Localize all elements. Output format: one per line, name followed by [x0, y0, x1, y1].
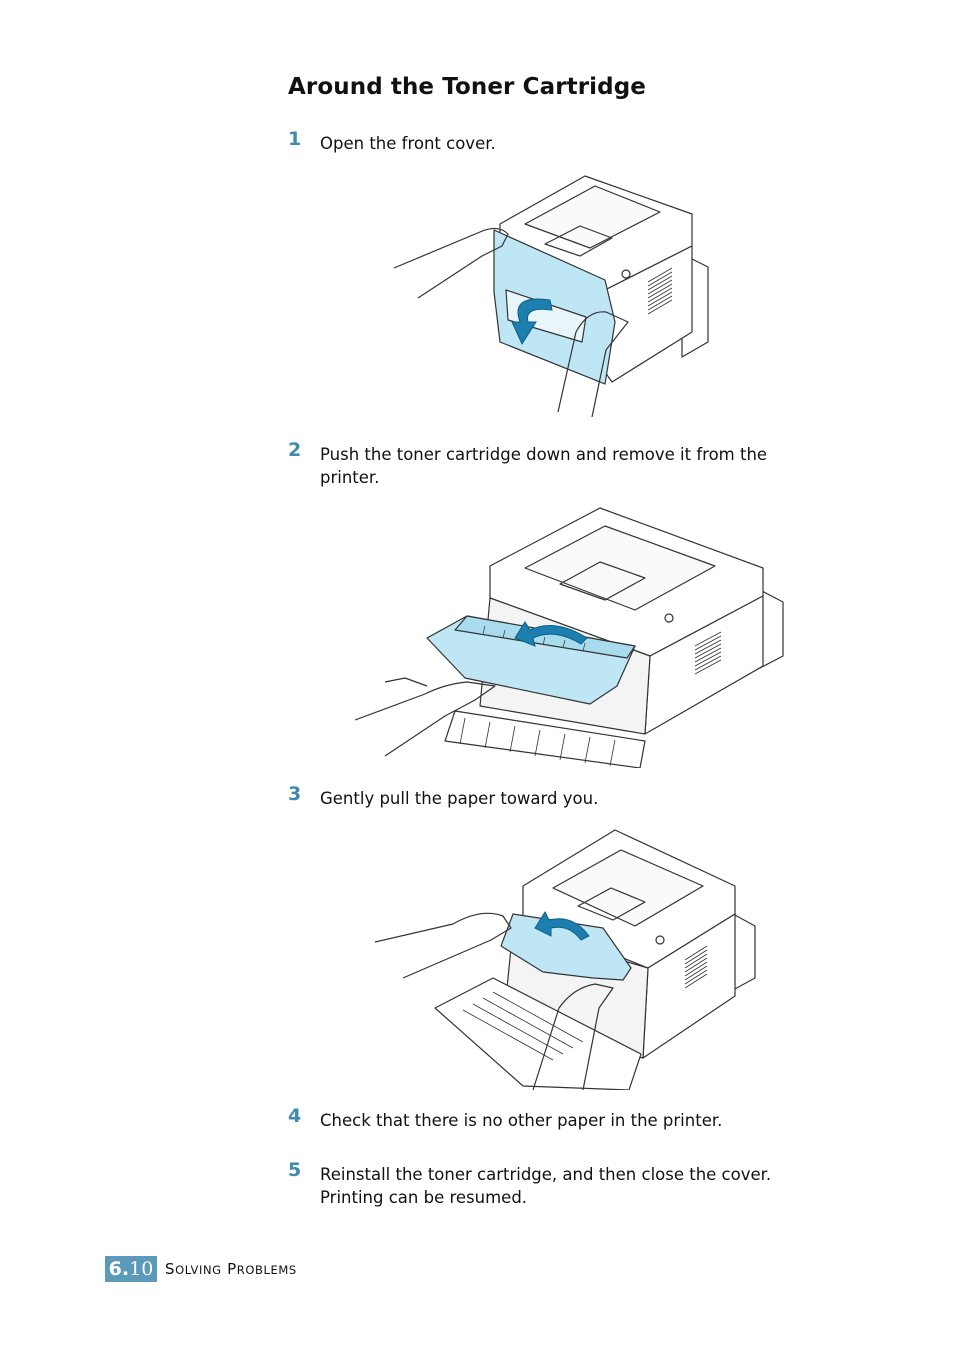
step-3: 3 Gently pull the paper toward you.	[288, 783, 828, 810]
step-number: 4	[288, 1105, 302, 1127]
step-text: Check that there is no other paper in th…	[320, 1111, 723, 1130]
step-text: Reinstall the toner cartridge, and then …	[320, 1165, 772, 1207]
section-name: SOLVING PROBLEMS	[165, 1260, 297, 1278]
step-text: Gently pull the paper toward you.	[320, 789, 599, 808]
step-number: 3	[288, 783, 302, 805]
page-number-badge: 6.10	[105, 1256, 157, 1282]
pull-paper-illustration	[374, 829, 756, 1090]
step-5: 5 Reinstall the toner cartridge, and the…	[288, 1159, 828, 1209]
page-number: 10	[129, 1258, 154, 1280]
chapter-number: 6.	[108, 1258, 130, 1280]
step-number: 2	[288, 439, 302, 461]
step-4: 4 Check that there is no other paper in …	[288, 1105, 828, 1132]
printer-open-front-cover-illustration	[393, 175, 709, 417]
step-2: 2 Push the toner cartridge down and remo…	[288, 439, 828, 489]
step-text: Push the toner cartridge down and remove…	[320, 445, 768, 487]
step-text: Open the front cover.	[320, 134, 496, 153]
step-number: 5	[288, 1159, 302, 1181]
page-title: Around the Toner Cartridge	[288, 74, 646, 100]
remove-toner-cartridge-illustration	[355, 507, 784, 768]
step-1: 1 Open the front cover.	[288, 128, 828, 155]
step-number: 1	[288, 128, 302, 150]
